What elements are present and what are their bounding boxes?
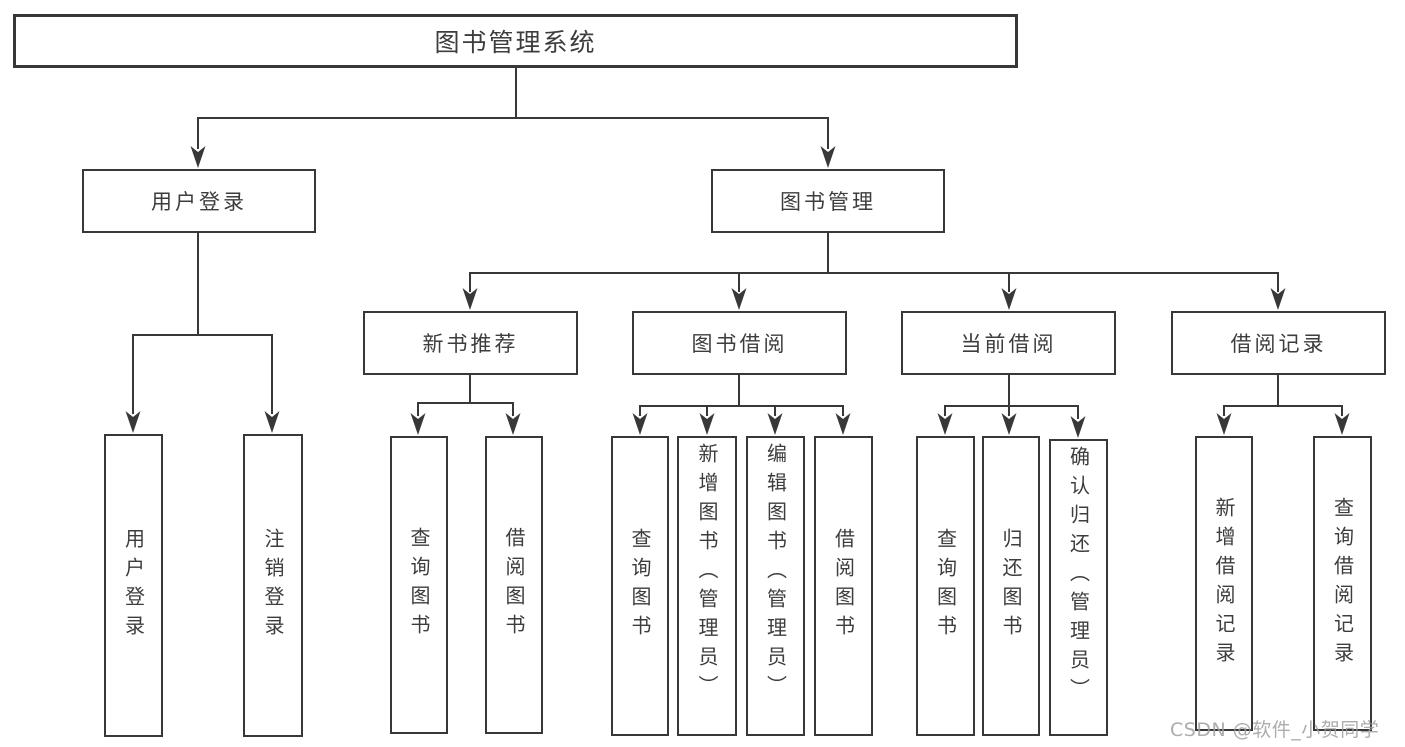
node-label: 用户登录 bbox=[121, 527, 146, 644]
node-label: 用户登录 bbox=[151, 190, 247, 214]
node-label: 查询借阅记录 bbox=[1330, 496, 1355, 671]
node-label: 借阅图书 bbox=[502, 527, 526, 643]
leaf-newbooks-query-books: 查询图书 bbox=[390, 436, 448, 734]
node-label: 查询图书 bbox=[933, 528, 958, 644]
node-label: 借阅图书 bbox=[831, 528, 856, 644]
leaf-current-return-books: 归还图书 bbox=[982, 436, 1040, 736]
connector-root-to-level2 bbox=[190, 67, 836, 168]
node-label: 当前借阅 bbox=[960, 332, 1057, 356]
leaf-user-login: 用户登录 bbox=[104, 434, 163, 737]
node-label: 注销登录 bbox=[261, 527, 285, 644]
node-label: 确认归还（管理员） bbox=[1066, 446, 1091, 707]
node-current-borrow: 当前借阅 bbox=[901, 311, 1116, 375]
connector-new-book-recommend-children bbox=[410, 374, 521, 435]
leaf-current-query-books: 查询图书 bbox=[916, 436, 975, 736]
node-label: 编辑图书（管理员） bbox=[763, 443, 788, 704]
connector-borrow-records-children bbox=[1216, 374, 1350, 435]
leaf-borrow-edit-books-admin: 编辑图书（管理员） bbox=[746, 436, 805, 736]
node-user-login: 用户登录 bbox=[82, 169, 316, 233]
node-label: 查询图书 bbox=[628, 528, 652, 644]
csdn-watermark: CSDN @软件_小贺同学 bbox=[1170, 719, 1380, 741]
node-label: 图书借阅 bbox=[691, 332, 788, 356]
node-label: 借阅记录 bbox=[1230, 332, 1327, 356]
leaf-borrow-query-books: 查询图书 bbox=[611, 436, 669, 736]
leaf-current-confirm-return-admin: 确认归还（管理员） bbox=[1049, 439, 1108, 736]
leaf-records-query-record: 查询借阅记录 bbox=[1313, 436, 1372, 731]
connector-book-borrow-children bbox=[632, 374, 851, 435]
connector-user-login-children bbox=[125, 232, 280, 433]
node-new-book-recommend: 新书推荐 bbox=[363, 311, 578, 375]
node-book-management: 图书管理 bbox=[711, 169, 945, 233]
node-label: 新增图书（管理员） bbox=[695, 443, 719, 704]
node-label: 归还图书 bbox=[999, 528, 1023, 644]
node-label: 新增借阅记录 bbox=[1212, 496, 1236, 671]
leaf-borrow-borrow-books: 借阅图书 bbox=[814, 436, 873, 736]
connector-book-management-children bbox=[462, 232, 1286, 310]
node-label: 图书管理 bbox=[780, 190, 876, 214]
leaf-records-add-record: 新增借阅记录 bbox=[1195, 436, 1253, 731]
leaf-newbooks-borrow-books: 借阅图书 bbox=[485, 436, 543, 734]
node-library-management-system: 图书管理系统 bbox=[13, 14, 1018, 68]
leaf-logout: 注销登录 bbox=[243, 434, 303, 737]
leaf-borrow-add-books-admin: 新增图书（管理员） bbox=[677, 436, 737, 736]
node-book-borrow: 图书借阅 bbox=[632, 311, 847, 375]
node-label: 图书管理系统 bbox=[434, 28, 597, 57]
node-label: 查询图书 bbox=[407, 527, 431, 643]
node-label: 新书推荐 bbox=[422, 332, 519, 356]
connector-current-borrow-children bbox=[937, 374, 1086, 438]
node-borrow-records: 借阅记录 bbox=[1171, 311, 1386, 375]
